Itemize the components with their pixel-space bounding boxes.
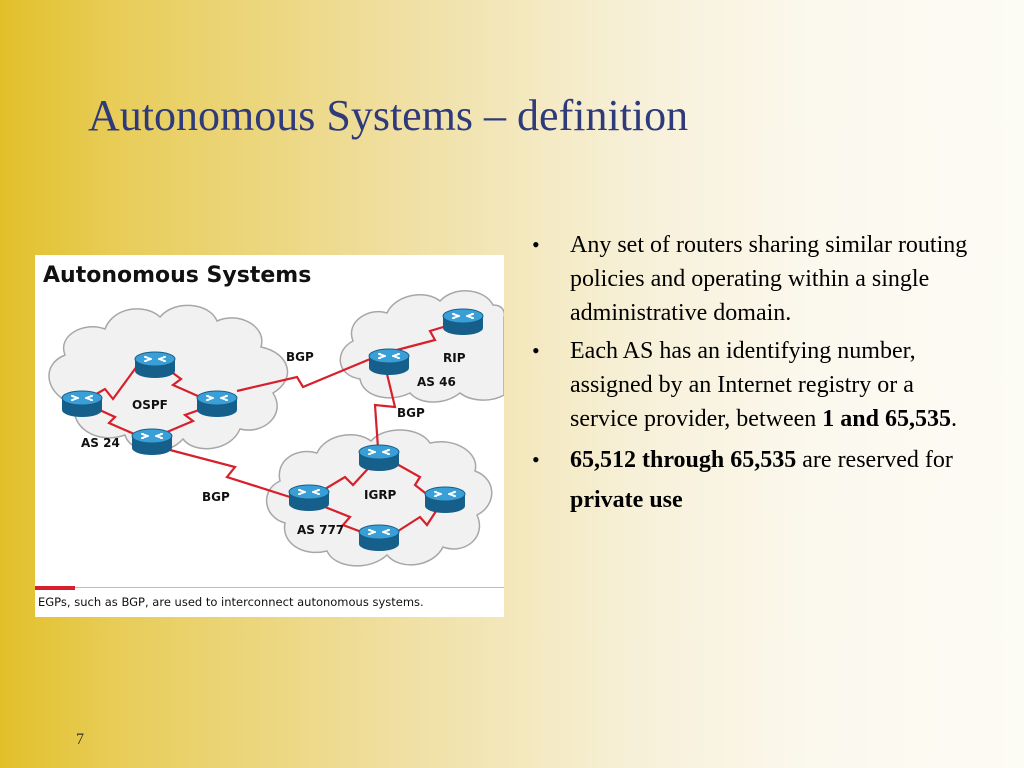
label-ospf: OSPF [132, 398, 168, 412]
router-icon [358, 444, 400, 472]
bullet-list: Any set of routers sharing similar routi… [532, 228, 972, 524]
bullet-item: Each AS has an identifying number, assig… [532, 334, 972, 436]
slide-title: Autonomous Systems – definition [88, 91, 689, 140]
bullet-item: 65,512 through 65,535 are reserved for p… [532, 440, 972, 520]
bullet-text-end: . [950, 406, 957, 432]
router-icon [134, 351, 176, 379]
label-bgp-right: BGP [397, 406, 425, 420]
bullet-text: Each AS has an identifying number, assig… [570, 338, 916, 432]
label-bgp-bottom: BGP [202, 490, 230, 504]
router-icon [288, 484, 330, 512]
label-as46: AS 46 [417, 375, 456, 389]
router-icon [131, 428, 173, 456]
bullet-bold-range: 1 and 65,535 [822, 406, 951, 432]
label-as777: AS 777 [297, 523, 344, 537]
bullet-text: are reserved for [796, 447, 953, 473]
cloud-as777 [265, 429, 493, 567]
router-icon [368, 348, 410, 376]
caption-divider [35, 587, 504, 588]
caption-accent [35, 586, 75, 590]
autonomous-systems-figure: Autonomous Systems [35, 255, 504, 617]
bullet-bold-range: 65,512 through 65,535 [570, 447, 797, 473]
router-icon [196, 390, 238, 418]
label-rip: RIP [443, 351, 466, 365]
page-number: 7 [76, 731, 84, 748]
cloud-as24 [48, 304, 289, 453]
router-icon [358, 524, 400, 552]
bullet-bold-private: private use [570, 487, 683, 513]
router-icon [61, 390, 103, 418]
bullet-text: Any set of routers sharing similar routi… [570, 232, 968, 326]
router-icon [424, 486, 466, 514]
label-bgp-top: BGP [286, 350, 314, 364]
figure-caption: EGPs, such as BGP, are used to interconn… [38, 595, 424, 609]
label-igrp: IGRP [364, 488, 397, 502]
router-icon [442, 308, 484, 336]
label-as24: AS 24 [81, 436, 120, 450]
bullet-item: Any set of routers sharing similar routi… [532, 228, 972, 330]
figure-heading: Autonomous Systems [43, 263, 311, 288]
